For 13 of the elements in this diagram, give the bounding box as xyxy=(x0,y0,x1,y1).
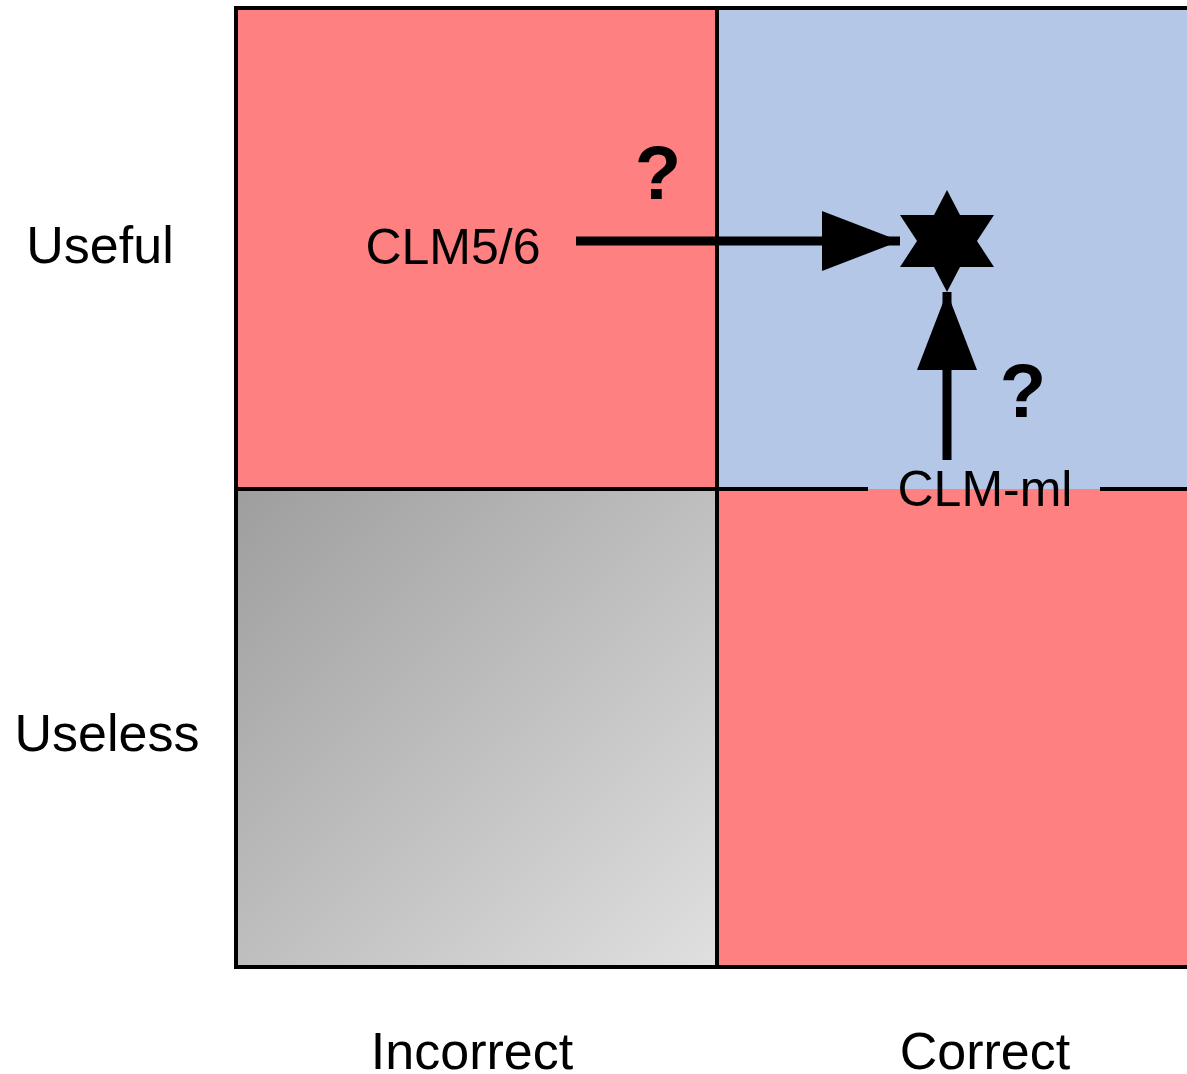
star-shape xyxy=(900,190,994,292)
question-mark: ? xyxy=(998,347,1048,435)
axis-label: Incorrect xyxy=(369,1021,575,1074)
arrow xyxy=(917,292,977,460)
quadrant xyxy=(236,8,717,489)
axis-label: Useless xyxy=(13,703,201,764)
quadrant xyxy=(236,489,717,967)
node-label: CLM-ml xyxy=(866,460,1104,518)
node-label: CLM5/6 xyxy=(330,216,576,278)
question-mark: ? xyxy=(633,129,683,217)
axis-label: Correct xyxy=(898,1021,1072,1074)
arrow xyxy=(576,211,900,271)
axis-label: Useful xyxy=(25,215,175,276)
